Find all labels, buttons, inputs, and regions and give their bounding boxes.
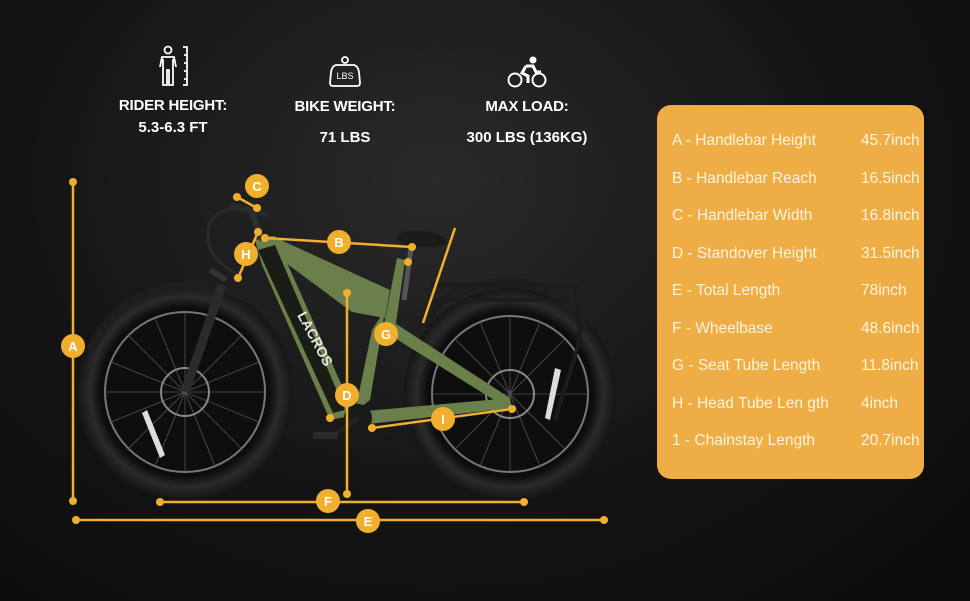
marker-h: H [234,242,258,266]
spec-row: 1 - Chainstay Length 20.7inch [672,432,920,452]
marker-c: C [245,174,269,198]
spec-name: C - Handlebar Width [672,207,813,224]
bike-weight-value: 71 LBS [319,129,371,146]
spec-row: G - Seat Tube Length 11.8inch [672,357,918,377]
marker-i: I [431,407,455,431]
spec-row: A - Handlebar Height 45.7inch [672,132,920,152]
marker-a: A [61,334,85,358]
stat-max-load: MAX LOAD: 300 LBS (136KG) [437,52,617,146]
svg-text:B: B [334,235,343,250]
max-load-value: 300 LBS (136KG) [466,129,588,146]
svg-text:I: I [441,412,445,427]
bike-weight-label: BIKE WEIGHT: [294,98,396,115]
svg-text:LBS: LBS [336,71,353,81]
rear-wheel [404,288,616,500]
spec-value: 48.6inch [861,320,920,337]
spec-value: 31.5inch [861,245,920,262]
marker-b: B [327,230,351,254]
svg-text:H: H [241,247,250,262]
spec-row: B - Handlebar Reach 16.5inch [672,170,920,190]
marker-g: G [374,322,398,346]
marker-f: F [316,489,340,513]
spec-name: G - Seat Tube Length [672,357,821,374]
spec-value: 11.8inch [861,357,919,374]
svg-text:D: D [342,388,351,403]
max-load-label: MAX LOAD: [485,98,569,115]
stat-rider-height: RIDER HEIGHT: 5.3-6.3 FT [83,43,263,136]
spec-value: 20.7inch [861,432,920,449]
stat-bike-weight: LBS BIKE WEIGHT: 71 LBS [255,55,435,146]
rider-height-label: RIDER HEIGHT: [118,97,228,114]
rider-height-icon [83,43,263,87]
svg-text:C: C [252,179,262,194]
spec-row: E - Total Length 78inch [672,282,914,302]
svg-text:F: F [324,494,332,509]
spec-row: H - Head Tube Len gth 4inch [672,395,914,415]
spec-table: A - Handlebar Height 45.7inch B - Handleb… [657,105,924,479]
spec-name: H - Head Tube Len gth [672,395,829,412]
spec-name: D - Standover Height [672,245,817,262]
svg-text:E: E [364,514,373,529]
spec-value: 45.7inch [861,132,920,149]
spec-name: B - Handlebar Reach [672,170,817,187]
weight-icon: LBS [255,55,435,88]
spec-name: F - Wheelbase [672,320,773,337]
marker-d: D [335,383,359,407]
spec-name: 1 - Chainstay Length [672,432,816,449]
spec-row: F - Wheelbase 48.6inch [672,320,920,340]
rear-rack [423,283,583,421]
rider-height-value: 5.3-6.3 FT [138,119,208,136]
svg-text:A: A [68,339,78,354]
spec-value: 78inch [861,282,907,299]
spec-row: C - Handlebar Width 16.8inch [672,207,920,227]
spec-row: D - Standover Height 31.5inch [672,245,920,265]
svg-text:G: G [381,327,391,342]
cyclist-icon [437,52,617,88]
spec-name: E - Total Length [672,282,781,299]
saddle [395,230,446,248]
marker-e: E [356,509,380,533]
spec-value: 16.8inch [861,207,920,224]
spec-value: 4inch [861,395,899,412]
spec-value: 16.5inch [861,170,920,187]
spec-name: A - Handlebar Height [672,132,816,149]
